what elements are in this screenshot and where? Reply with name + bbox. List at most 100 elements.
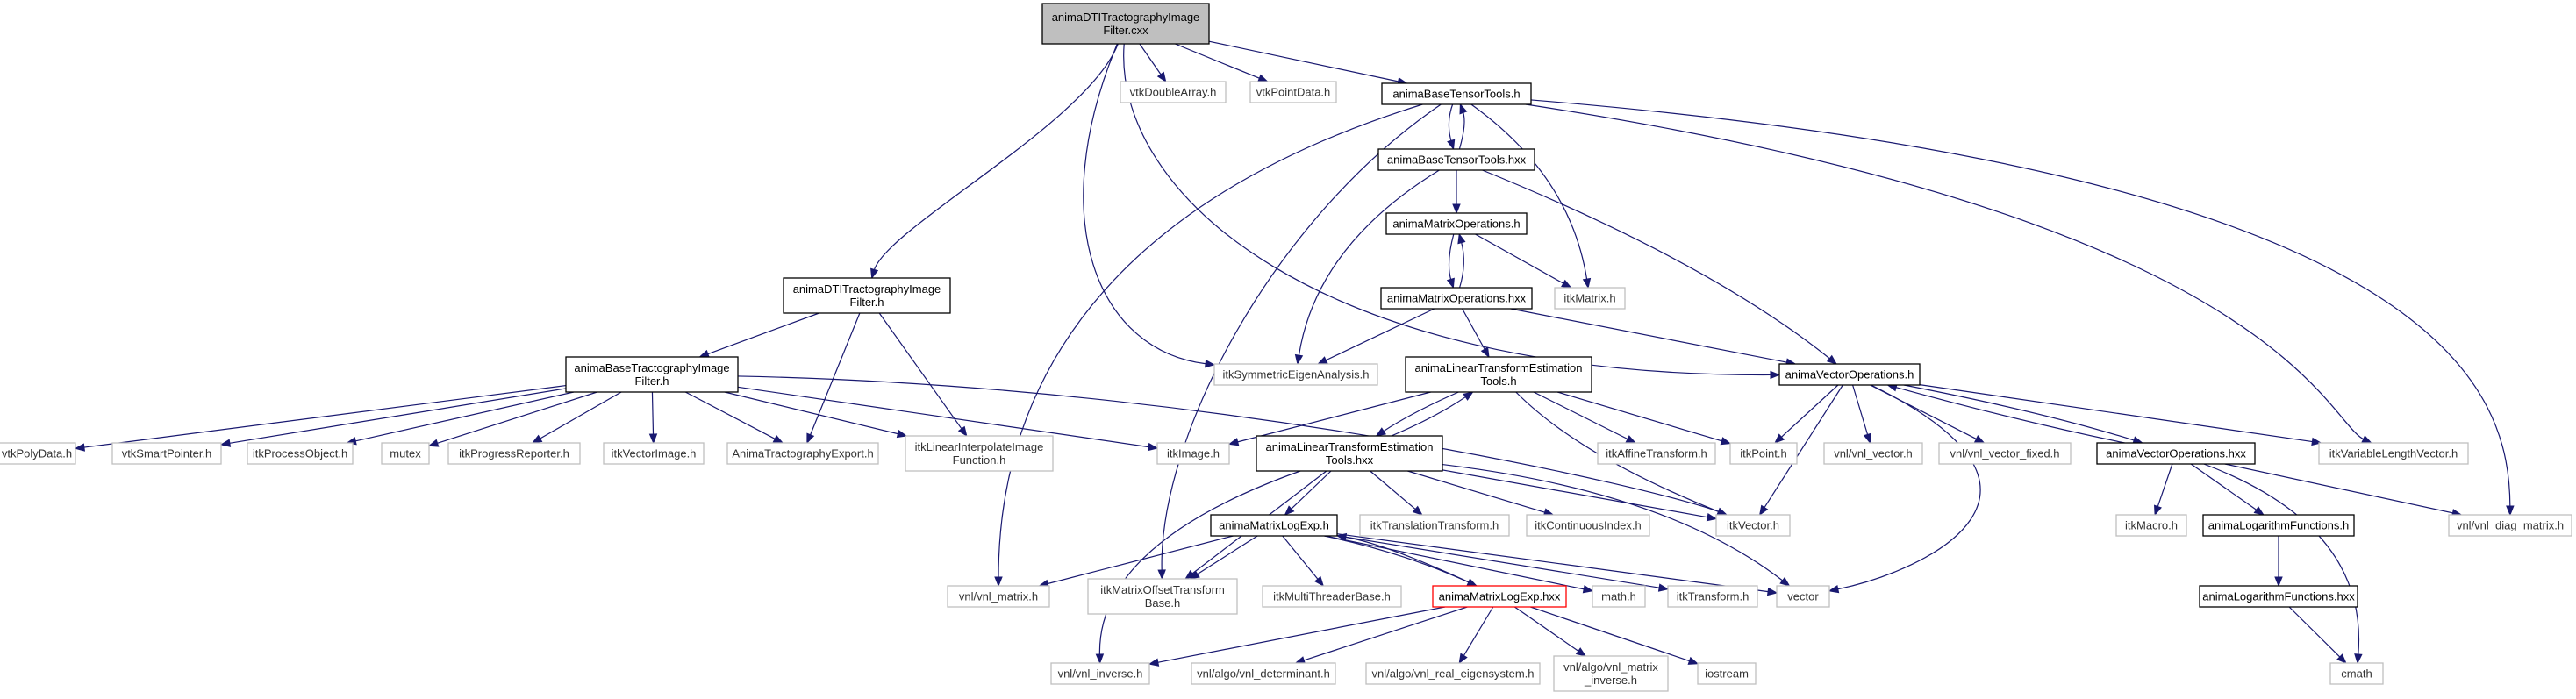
node-vector: vector (1776, 585, 1830, 608)
node-label: animaBaseTensorTools.hxx (1387, 153, 1527, 167)
node-label: itkContinuousIndex.h (1535, 519, 1641, 532)
node-matrix-operations-hxx[interactable]: animaMatrixOperations.hxx (1380, 287, 1533, 310)
node-itk-translation: itkTranslationTransform.h (1359, 514, 1510, 537)
edge-lin_transform_tools_hxx-to-matrix_log_exp_h (1284, 470, 1332, 516)
node-label: Tools.hxx (1326, 453, 1374, 467)
node-mutex: mutex (381, 442, 430, 465)
edge-root-to-vtk_point_data (1175, 43, 1269, 82)
node-label: itkMatrix.h (1563, 292, 1615, 305)
edge-matrix_operations_hxx-to-matrix_operations_h (1457, 232, 1466, 289)
edge-base_tracto_filter_h-to-itk_progress_reporter (531, 391, 622, 444)
edge-base_tensor_tools_h-to-itk_var_length_vec (1525, 103, 2372, 444)
edge-matrix_log_exp_h-to-math_h (1325, 535, 1594, 594)
node-itk-point: itkPoint.h (1729, 442, 1798, 465)
edge-root-to-base_tensor_tools_h (1208, 40, 1408, 86)
node-label: animaDTITractographyImage (1052, 11, 1200, 24)
node-label: itkVariableLengthVector.h (2329, 447, 2458, 460)
node-matrix-log-exp-hxx[interactable]: animaMatrixLogExp.hxx (1432, 585, 1567, 608)
node-label: vtkDoubleArray.h (1130, 86, 1217, 99)
node-label: vtkPolyData.h (2, 447, 72, 460)
node-label: vtkPointData.h (1256, 86, 1331, 99)
node-label: animaBaseTractographyImage (574, 361, 729, 374)
edge-root-to-itk_sym_eigen (1083, 43, 1216, 368)
edge-base_tensor_tools_h-to-base_tensor_tools_hxx (1447, 103, 1456, 151)
edge-matrix_log_exp_h-to-vector (1336, 533, 1778, 596)
edge-vector_operations_hxx-to-itk_macro (2154, 463, 2173, 517)
node-itk-affine: itkAffineTransform.h (1597, 442, 1716, 465)
node-label: vnl/vnl_matrix.h (959, 590, 1038, 603)
edge-log_functions_h-to-log_functions_hxx (2274, 536, 2283, 588)
edge-matrix_operations_h-to-matrix_operations_hxx (1446, 233, 1455, 289)
node-label: itkSymmetricEigenAnalysis.h (1223, 368, 1370, 382)
edge-lin_transform_tools_h-to-itk_point (1556, 391, 1732, 446)
edges-layer (74, 40, 2515, 667)
node-label: vnl/vnl_diag_matrix.h (2457, 519, 2564, 532)
node-itk-sym-eigen: itkSymmetricEigenAnalysis.h (1213, 363, 1378, 386)
node-label: Filter.h (849, 296, 884, 309)
node-label: iostream (1705, 667, 1749, 681)
edge-base_tensor_tools_h-to-itk_matrix (1470, 103, 1592, 289)
node-label: vtkSmartPointer.h (122, 447, 212, 460)
node-label: animaLinearTransformEstimation (1266, 440, 1434, 453)
node-label: itkVectorImage.h (612, 447, 697, 460)
node-base-tensor-tools-hxx[interactable]: animaBaseTensorTools.hxx (1377, 148, 1535, 171)
edge-matrix_log_exp_h-to-matrix_log_exp_hxx (1324, 535, 1478, 587)
node-matrix-log-exp-h[interactable]: animaMatrixLogExp.h (1210, 514, 1338, 537)
edge-vector_operations_h-to-vector (1828, 384, 1981, 594)
node-label: itkMacro.h (2125, 519, 2178, 532)
node-label: vnl/algo/vnl_real_eigensystem.h (1372, 667, 1535, 681)
node-label: vnl/vnl_inverse.h (1058, 667, 1143, 681)
node-vnl-determinant: vnl/algo/vnl_determinant.h (1191, 662, 1336, 685)
node-cmath: cmath (2329, 662, 2384, 685)
edge-lin_transform_tools_hxx-to-itk_translation (1370, 470, 1423, 516)
node-itk-vector: itkVector.h (1715, 514, 1791, 537)
edge-log_functions_hxx-to-cmath (2288, 606, 2347, 664)
node-label: Filter.cxx (1103, 24, 1148, 37)
node-vnl-matrix-inverse: vnl/algo/vnl_matrix_inverse.h (1553, 655, 1669, 692)
node-label: Function.h (953, 453, 1006, 467)
edge-matrix_log_exp_hxx-to-vnl_real_eigensystem (1458, 606, 1494, 665)
node-vector-operations-hxx[interactable]: animaVectorOperations.hxx (2096, 442, 2256, 465)
edge-matrix_log_exp_hxx-to-vnl_determinant (1294, 606, 1468, 665)
edge-vector_operations_h-to-itk_vector (1758, 384, 1843, 517)
node-label: _inverse.h (1584, 674, 1637, 687)
edge-base_tensor_tools_h-to-itk_matrix_offset (1157, 103, 1442, 581)
edge-matrix_operations_hxx-to-itk_sym_eigen (1317, 308, 1435, 365)
edge-base_tensor_tools_h-to-vnl_diag_matrix (1530, 99, 2515, 517)
node-label: animaLinearTransformEstimation (1415, 361, 1583, 374)
edge-base_tensor_tools_hxx-to-matrix_operations_h (1452, 170, 1461, 215)
node-log-functions-h[interactable]: animaLogarithmFunctions.h (2202, 514, 2355, 537)
node-label: itkPoint.h (1740, 447, 1786, 460)
edge-lin_transform_tools_hxx-to-vector (1442, 463, 1791, 587)
edge-base_tracto_filter_h-to-itk_linear_interp (724, 391, 908, 439)
edge-matrix_log_exp_h-to-itk_matrix_offset (1189, 535, 1258, 580)
node-vector-operations-h[interactable]: animaVectorOperations.h (1778, 363, 1921, 386)
node-label: itkTranslationTransform.h (1370, 519, 1499, 532)
edge-vector_operations_h-to-vnl_vector (1852, 384, 1871, 445)
node-vtk-poly-data: vtkPolyData.h (0, 442, 76, 465)
node-vnl-inverse: vnl/vnl_inverse.h (1050, 662, 1150, 685)
node-label: animaMatrixOperations.hxx (1387, 292, 1527, 305)
node-label: animaBaseTensorTools.h (1392, 88, 1520, 101)
edge-lin_transform_tools_hxx-to-lin_transform_tools_h (1391, 391, 1474, 437)
node-vnl-matrix: vnl/vnl_matrix.h (947, 585, 1050, 608)
node-label: animaMatrixLogExp.hxx (1439, 590, 1561, 603)
node-label: itkProgressReporter.h (459, 447, 569, 460)
edge-base_tracto_filter_h-to-vtk_smart_pointer (219, 388, 567, 447)
edge-matrix_operations_h-to-itk_matrix (1475, 233, 1572, 289)
node-label: vnl/vnl_vector_fixed.h (1950, 447, 2059, 460)
edge-base_tracto_filter_h-to-itk_image (737, 386, 1159, 452)
node-matrix-operations-h[interactable]: animaMatrixOperations.h (1385, 212, 1528, 235)
node-base-tensor-tools-h[interactable]: animaBaseTensorTools.h (1381, 82, 1532, 105)
node-log-functions-hxx[interactable]: animaLogarithmFunctions.hxx (2199, 585, 2358, 608)
edge-base_tensor_tools_hxx-to-base_tensor_tools_h (1458, 103, 1468, 150)
edge-matrix_operations_hxx-to-lin_transform_tools_h (1462, 308, 1490, 359)
node-vtk-smart-pointer: vtkSmartPointer.h (111, 442, 222, 465)
edge-matrix_log_exp_hxx-to-vnl_inverse (1148, 606, 1446, 667)
